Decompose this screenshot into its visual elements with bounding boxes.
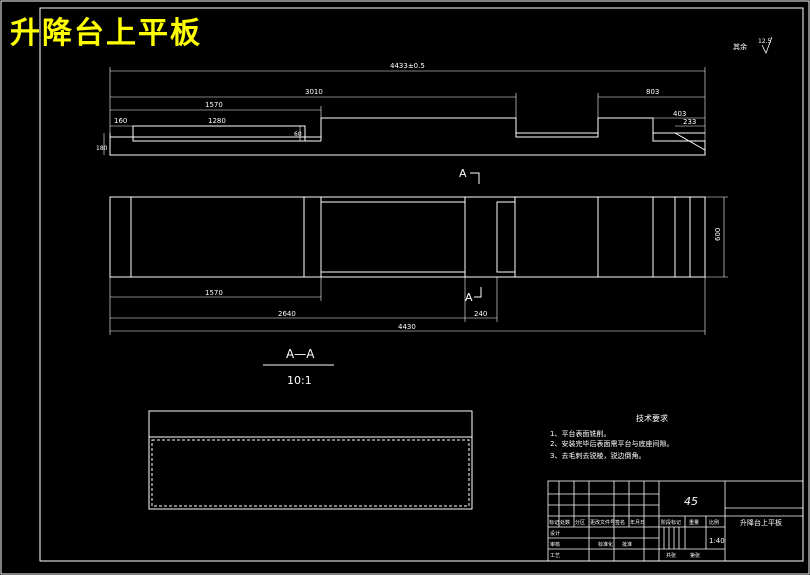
- dim-3010: 3010: [305, 88, 323, 96]
- notes-title: 技术要求: [636, 413, 668, 423]
- front-dimensions: [109, 196, 728, 335]
- dim-4430: 4430: [398, 323, 416, 331]
- tb-bottom-label-2: 第张: [690, 552, 700, 559]
- dim-240: 240: [474, 310, 487, 318]
- top-pocket: [132, 125, 306, 142]
- tb-side-label-3: 工艺: [550, 553, 560, 559]
- dim-403: 403: [673, 110, 686, 118]
- material-label: 45: [684, 495, 698, 508]
- roughness-check-icon: [761, 36, 773, 54]
- section-label: A—A: [286, 347, 315, 361]
- title-block-drawing-name: 升降台上平板: [740, 518, 782, 527]
- top-view: [103, 67, 706, 156]
- tb-row-label-5: 签名: [615, 519, 625, 526]
- tb-col-label-2: 重量: [689, 519, 699, 526]
- dim-160: 160: [114, 117, 127, 125]
- section-letter-bottom: A: [465, 291, 473, 304]
- tb-row-label-2: 处数: [560, 519, 570, 526]
- top-dimensions: [103, 67, 706, 155]
- dim-1280: 1280: [208, 117, 226, 125]
- tb-bottom-label-1: 共张: [666, 552, 676, 559]
- tb-std-label-2: 批准: [622, 541, 632, 548]
- section-marker-top: A: [459, 167, 480, 184]
- drawing-title: 升降台上平板: [10, 16, 202, 51]
- title-block: [547, 480, 804, 562]
- tb-row-label-4: 更改文件号: [590, 519, 615, 526]
- top-dimension-labels: 4433±0.5 3010 1570 160 1280 60 803 403 2…: [96, 62, 696, 152]
- note-item-2: 2、安装完毕后表面需平台与底座间隙。: [550, 439, 673, 448]
- section-marker-bottom: A: [465, 287, 482, 304]
- dim-180: 180: [96, 145, 108, 152]
- tb-side-label-1: 设计: [550, 530, 560, 537]
- tb-row-label-3: 分区: [575, 519, 585, 526]
- technical-notes: 技术要求 1、平台表面铣削。 2、安装完毕后表面需平台与底座间隙。 3、去毛刺去…: [550, 413, 673, 460]
- front-opening: [320, 201, 466, 273]
- tb-side-label-2: 审核: [550, 541, 560, 548]
- dim-803: 803: [646, 88, 659, 96]
- roughness-label: 其余: [733, 42, 747, 51]
- dim-1570-front: 1570: [205, 289, 223, 297]
- dim-2640: 2640: [278, 310, 296, 318]
- title-block-scale: 1:40: [709, 537, 725, 545]
- tb-col-label-3: 比例: [709, 519, 719, 526]
- tb-row-label-1: 标记: [549, 519, 559, 526]
- dim-1570-top: 1570: [205, 101, 223, 109]
- dim-60: 60: [294, 131, 302, 138]
- front-dimension-labels: 1570 2640 240 4430 600: [205, 228, 722, 331]
- front-view: [109, 196, 728, 335]
- roughness-value: 12.5: [758, 38, 772, 45]
- dim-233: 233: [683, 118, 696, 126]
- note-item-3: 3、去毛刺去锐棱，锐边倒角。: [550, 451, 645, 460]
- roughness-symbol: 其余 12.5: [733, 36, 773, 54]
- note-item-1: 1、平台表面铣削。: [550, 429, 610, 438]
- front-slot: [496, 201, 516, 273]
- title-block-text: 45 升降台上平板 1:40 标记 处数 分区 更改文件号 签名 年月日 阶段标…: [549, 495, 782, 559]
- section-letter-top: A: [459, 167, 467, 180]
- tb-std-label-1: 标准化: [598, 541, 613, 548]
- dim-600: 600: [714, 228, 722, 241]
- section-scale: 10:1: [287, 374, 312, 387]
- section-view: A—A 10:1: [148, 347, 473, 510]
- tb-col-label-1: 阶段标记: [661, 519, 681, 526]
- dim-overall: 4433±0.5: [390, 62, 425, 70]
- tb-row-label-6: 年月日: [630, 519, 645, 526]
